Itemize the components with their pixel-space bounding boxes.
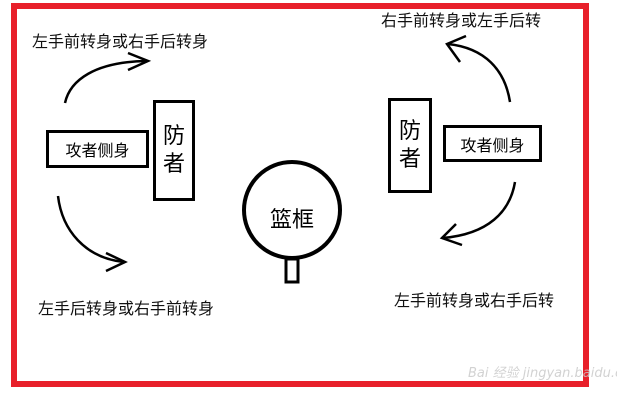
watermark: Bai 经验 jingyan.baidu.com: [468, 366, 617, 381]
right-attacker-label: 攻者侧身: [460, 135, 525, 155]
left-defender-box: 防 者: [153, 100, 195, 201]
label-top-left: 左手前转身或右手后转身: [32, 32, 209, 51]
hoop-pole: [284, 257, 300, 284]
label-top-right: 右手前转身或左手后转: [381, 11, 542, 30]
arrowhead-top-right: [445, 34, 467, 63]
arrowhead-top-left: [127, 51, 152, 72]
right-defender-char-2: 者: [398, 146, 421, 172]
right-attacker-box: 攻者侧身: [443, 125, 542, 162]
arrow-top-right: [447, 42, 512, 103]
right-defender-box: 防 者: [388, 98, 432, 193]
label-bottom-right: 左手前转身或右手后转: [394, 291, 555, 310]
red-frame: [11, 3, 589, 387]
left-attacker-label: 攻者侧身: [65, 141, 130, 160]
arrowhead-bottom-right: [439, 223, 463, 247]
right-defender-char-1: 防: [398, 118, 421, 144]
hoop-label: 篮框: [270, 208, 315, 233]
arrow-top-left: [63, 59, 147, 104]
label-bottom-left: 左手后转身或右手前转身: [38, 299, 215, 318]
arrow-bottom-right: [442, 181, 517, 240]
left-attacker-box: 攻者侧身: [46, 130, 149, 168]
arrowhead-bottom-left: [105, 251, 128, 273]
left-defender-char-1: 防: [162, 123, 185, 149]
arrow-bottom-left: [56, 195, 125, 264]
left-defender-char-2: 者: [162, 151, 185, 177]
